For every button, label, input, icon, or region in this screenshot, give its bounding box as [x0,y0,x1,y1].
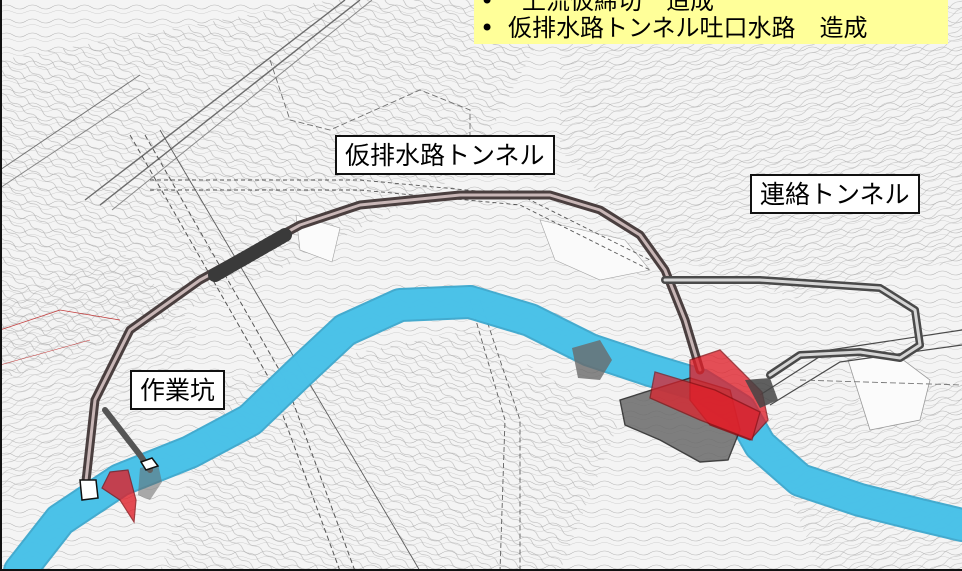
note-line-1: • 上流仮締切 造成 [480,0,714,13]
river [3,285,962,571]
label-connecting-tunnel: 連絡トンネル [750,174,920,214]
label-bypass-tunnel: 仮排水路トンネル [335,135,555,175]
bypass-tunnel-route [80,190,924,495]
work-notes-box: • 上流仮締切 造成 • 仮排水路トンネル吐口水路 造成 [474,0,948,44]
label-connecting-tunnel-text: 連絡トンネル [760,180,910,209]
note-text-1: 上流仮締切 造成 [522,0,714,15]
label-work-shaft: 作業坑 [130,370,226,410]
label-bypass-tunnel-text: 仮排水路トンネル [345,141,545,170]
note-text-2: 仮排水路トンネル吐口水路 造成 [508,14,868,42]
note-bullet-2: • [480,14,495,42]
note-line-2: • 仮排水路トンネル吐口水路 造成 [480,16,868,40]
note-bullet-1: • [480,0,495,15]
construction-areas [79,340,778,524]
label-work-shaft-text: 作業坑 [140,376,216,405]
